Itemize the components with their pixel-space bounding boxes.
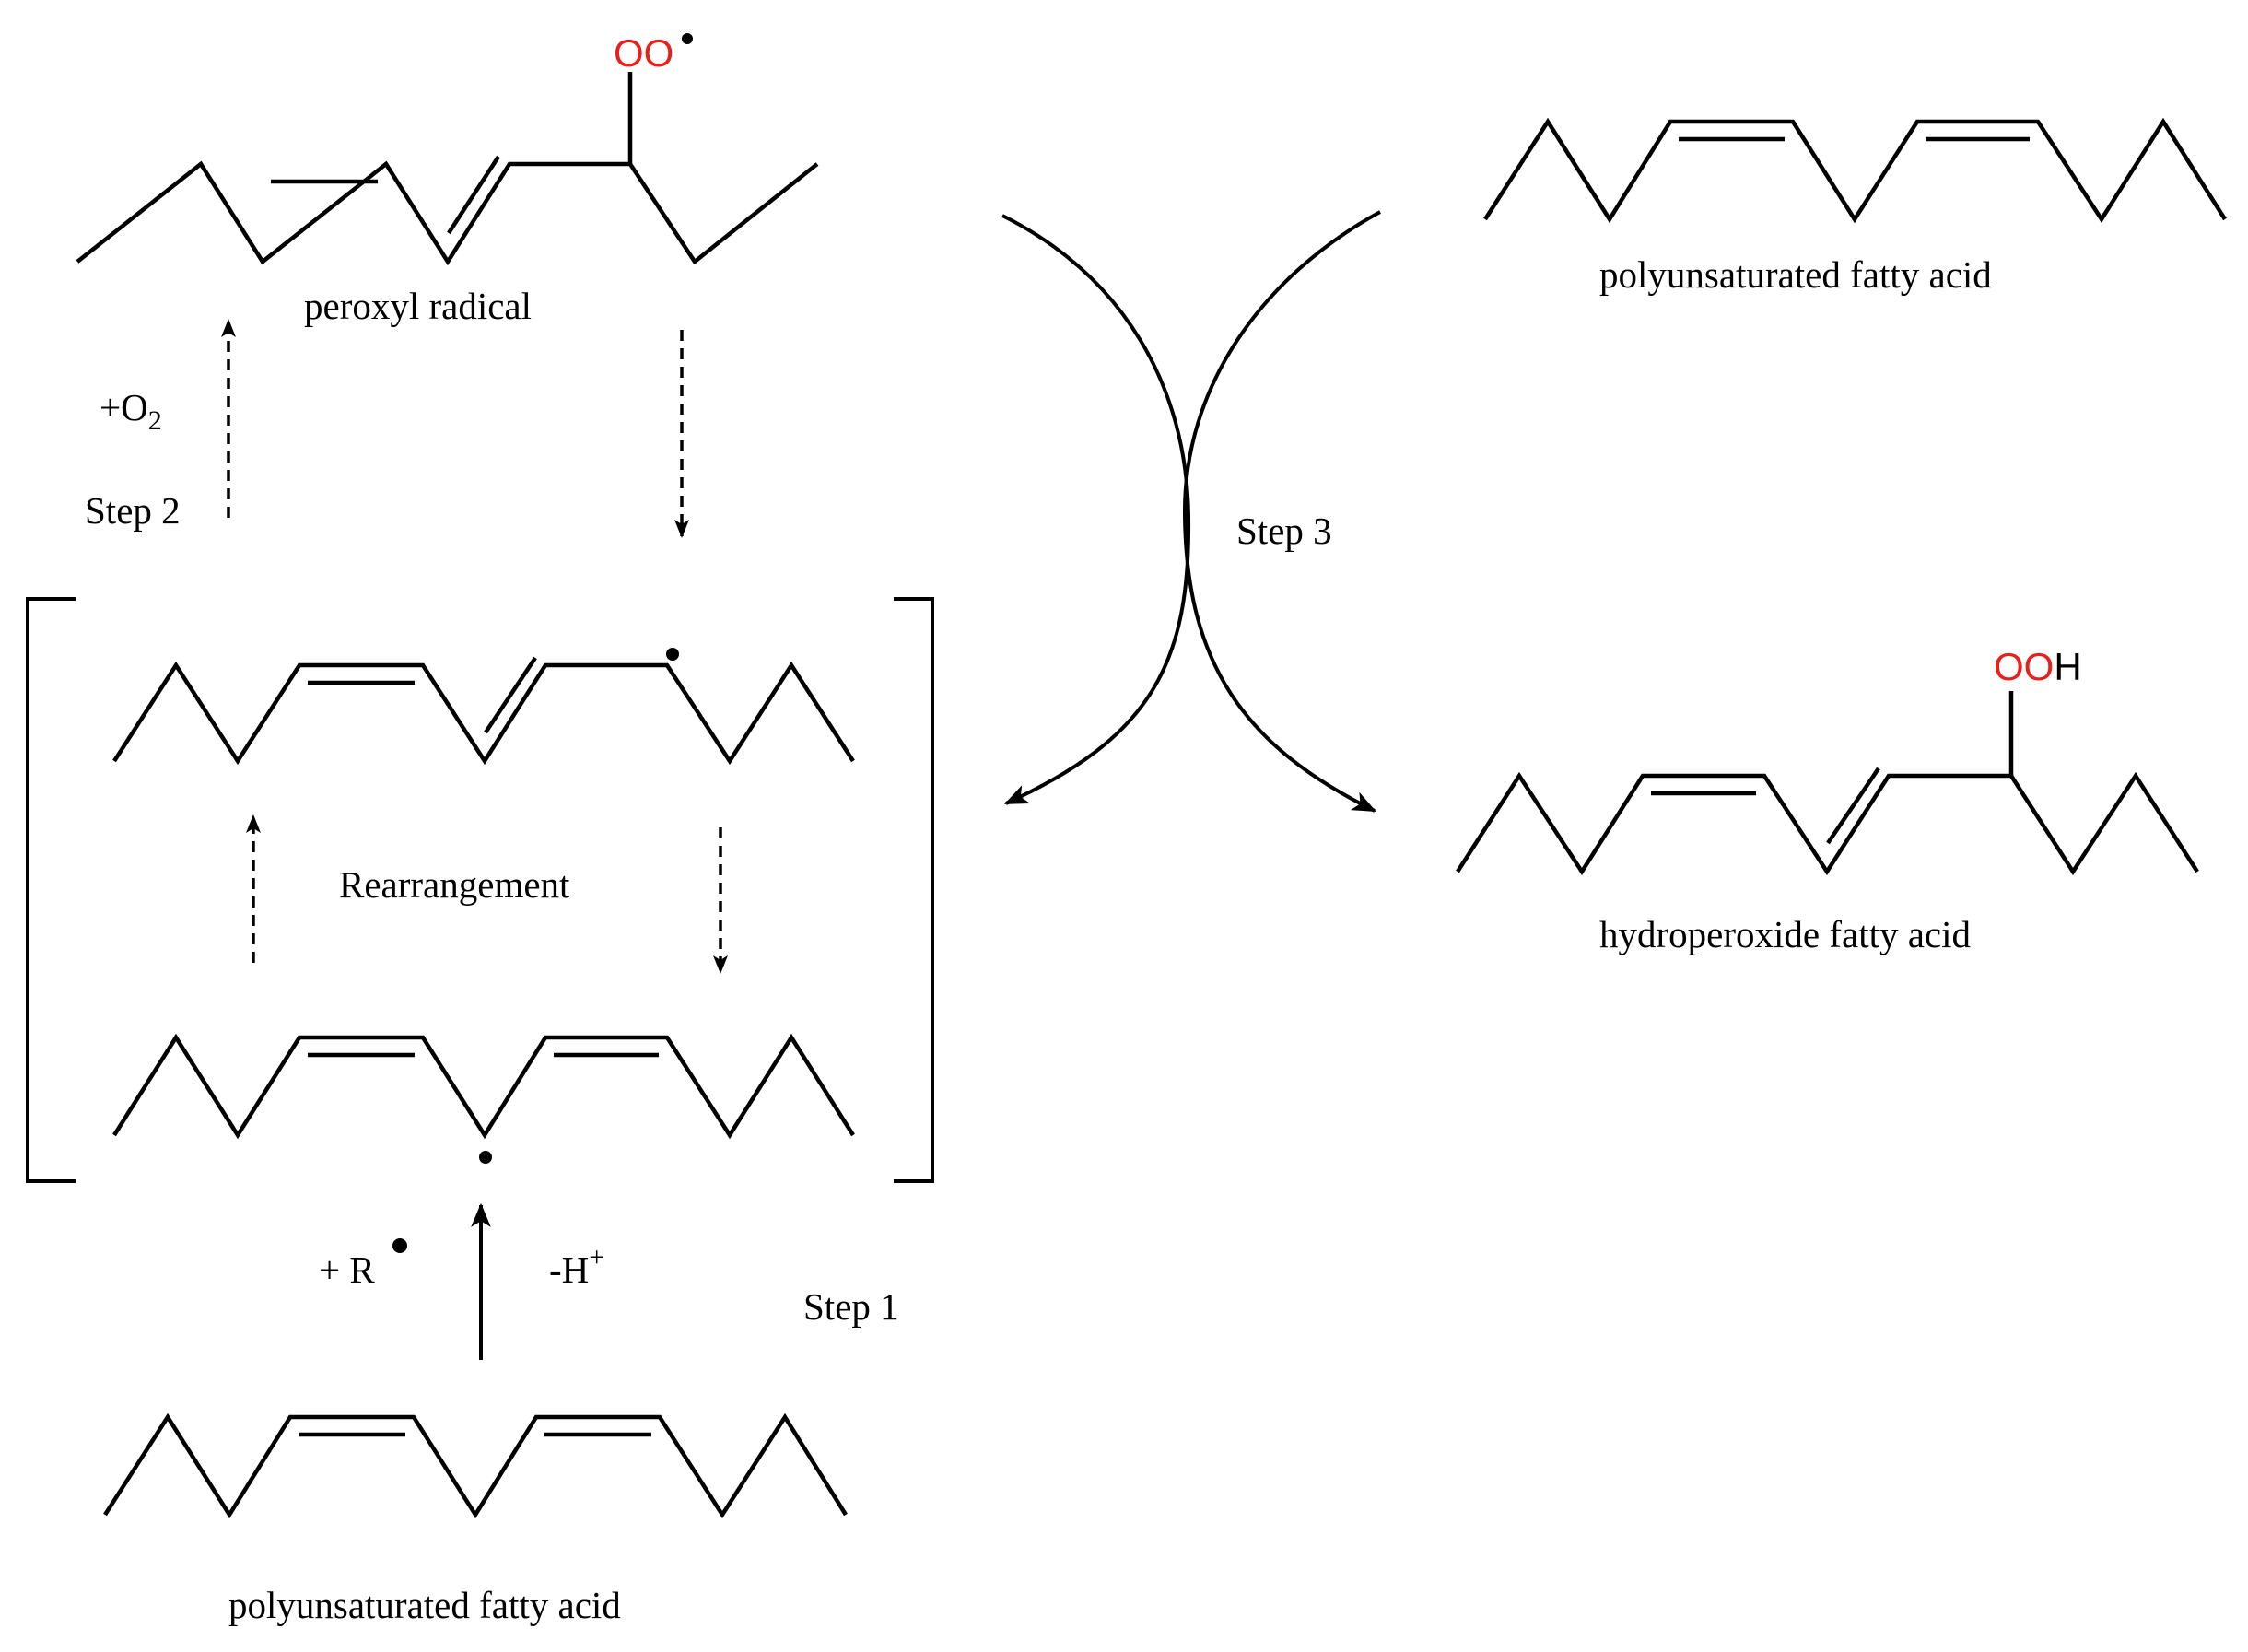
pufa-top-chain: [1483, 117, 2227, 224]
step1-label: Step 1: [803, 1285, 899, 1328]
conjugated-radical-trans-double-bond: [484, 656, 537, 734]
step3-arrow-to-bracket: [1001, 214, 1191, 805]
right-bracket: [894, 597, 934, 1183]
left-bracket: [26, 597, 76, 1183]
hydroperoxide-hydrogen-text: H: [2054, 645, 2081, 688]
step3-label: Step 3: [1236, 510, 1332, 552]
minus-h-superscript: +: [589, 1242, 604, 1272]
peroxyl-radical-trans-double-bond: [447, 155, 500, 235]
step2-label: Step 2: [85, 489, 181, 532]
plus-o2-prefix: +O: [100, 386, 148, 428]
hydroperoxide-chain: [1456, 771, 2199, 876]
minus-h-text: -H: [549, 1248, 589, 1291]
pufa-bottom-label: polyunsaturated fatty acid: [228, 1584, 621, 1626]
plus-r-label: + R: [319, 1248, 375, 1291]
bis-allylic-radical-molecule: [112, 1033, 855, 1164]
hydroperoxide-molecule: OOH hydroperoxide fatty acid: [1456, 645, 2199, 955]
conjugated-radical-molecule: [112, 648, 855, 766]
plus-o2-subscript: 2: [148, 405, 162, 436]
pufa-bottom-chain: [103, 1412, 848, 1519]
peroxyl-radical-molecule: OO peroxyl radical: [76, 31, 819, 327]
hydroperoxide-label: hydroperoxide fatty acid: [1599, 913, 1971, 955]
pufa-bottom-molecule: polyunsaturated fatty acid: [103, 1412, 848, 1626]
pufa-top-label: polyunsaturated fatty acid: [1599, 253, 1992, 296]
minus-h-label: -H+: [549, 1242, 604, 1291]
bis-allylic-radical-chain: [112, 1033, 855, 1140]
plus-o2-label: +O2: [100, 386, 162, 436]
hydroperoxide-oxygen-text: OO: [1994, 645, 2054, 688]
r-radical-dot: [392, 1238, 407, 1253]
bis-allylic-radical-dot: [479, 1151, 492, 1164]
hydroperoxide-ooh-label: OOH: [1994, 645, 2082, 688]
conjugated-radical-chain: [112, 661, 855, 766]
rearrangement-label: Rearrangement: [339, 863, 570, 906]
peroxyl-radical-chain: [76, 160, 819, 266]
peroxyl-radical-dot: [682, 33, 693, 44]
step3-arrow-to-hydroperoxide: [1182, 210, 1381, 813]
hydroperoxide-trans-double-bond: [1826, 767, 1880, 845]
peroxyl-oxygen-label: OO: [614, 31, 673, 75]
conjugated-radical-dot: [666, 648, 679, 661]
pufa-top-molecule: polyunsaturated fatty acid: [1483, 117, 2227, 296]
peroxyl-radical-label: peroxyl radical: [304, 285, 532, 327]
